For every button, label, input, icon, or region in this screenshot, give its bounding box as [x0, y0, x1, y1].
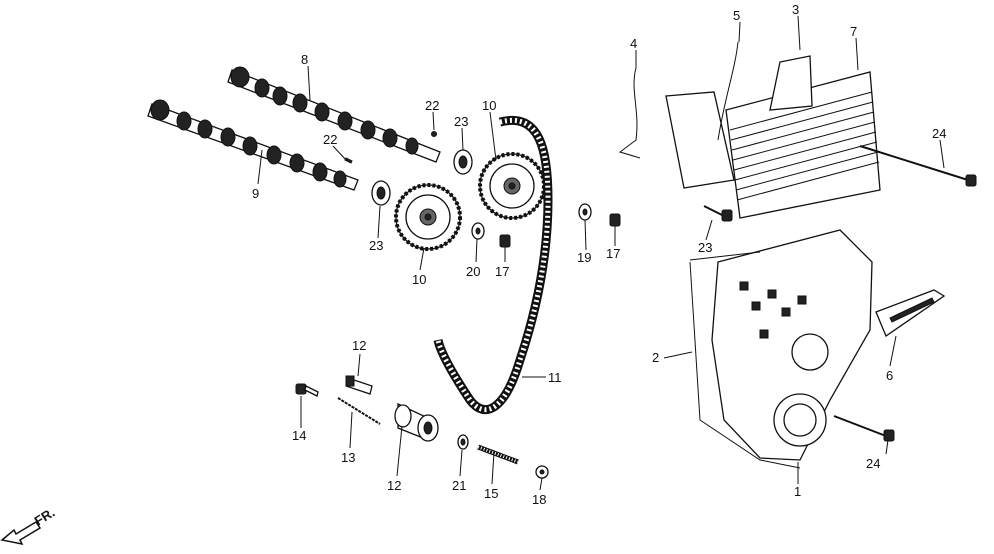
front-direction-indicator: FR. [0, 505, 57, 546]
washer-upper [578, 203, 592, 221]
cover-bolt-lower [833, 415, 895, 442]
timing-belt-upper-back-cover [665, 91, 735, 189]
callout-23-upper: 23 [698, 240, 712, 255]
callout-11: 11 [548, 370, 562, 385]
callout-24: 24 [932, 126, 946, 141]
tensioner-washer [457, 434, 469, 450]
callout-6: 6 [886, 368, 893, 383]
callout-4: 4 [630, 36, 637, 51]
lower-cover-gasket [689, 251, 801, 469]
callout-10-lower: 10 [412, 272, 426, 287]
cover-seal-4 [618, 67, 641, 159]
front-arrow-icon [0, 520, 42, 546]
timing-belt-upper-cover [725, 55, 881, 219]
tensioner-spring [337, 397, 381, 425]
callout-12: 12 [387, 478, 401, 493]
callout-19-lower: 20 [466, 264, 480, 279]
cover-grommet [875, 289, 946, 337]
tensioner-stud [477, 444, 519, 465]
camshaft-lower [147, 99, 359, 191]
timing-belt-tensioner [394, 402, 439, 442]
camshaft-seal-upper [453, 149, 473, 175]
woodruff-key-upper [431, 131, 437, 137]
woodruff-key-lower [344, 157, 353, 164]
timing-belt-lower-cover [711, 229, 873, 461]
tensioner-nut [535, 465, 549, 479]
cover-seal-5 [717, 41, 739, 141]
callout-5: 5 [733, 8, 740, 23]
callout-16: 15 [484, 486, 498, 501]
callout-21-upper: 22 [425, 98, 439, 113]
camshaft-pulley-upper [478, 152, 546, 220]
camshaft-upper [227, 66, 441, 163]
callout-10-upper: 10 [482, 98, 496, 113]
callout-9: 9 [252, 186, 259, 201]
callout-22-upper: 23 [454, 114, 468, 129]
bolt-lower [499, 234, 511, 248]
washer-lower [471, 222, 485, 240]
timing-belt [433, 115, 553, 415]
callout-17-upper: 17 [606, 246, 620, 261]
callout-13: 12 [352, 338, 366, 353]
adjusting-bolt [345, 375, 373, 395]
callout-labels: 8 9 10 10 22 22 23 23 19 17 20 17 11 12 … [252, 2, 946, 507]
long-bolt [859, 145, 977, 187]
camshaft-seal-lower [371, 180, 391, 206]
bolt-upper [609, 213, 621, 227]
callout-22-lower: 23 [369, 238, 383, 253]
callout-23-lower: 24 [866, 456, 880, 471]
callout-8: 8 [301, 52, 308, 67]
callout-1: 1 [794, 484, 801, 499]
callout-19-upper: 19 [577, 250, 591, 265]
camshaft-pulley-lower [394, 183, 462, 251]
callout-15: 14 [292, 428, 306, 443]
cover-bolt-upper [703, 205, 733, 222]
leader-lines [257, 15, 945, 491]
callout-18: 18 [532, 492, 546, 507]
callout-7: 7 [850, 24, 857, 39]
tensioner-bolt [295, 383, 319, 397]
callout-3: 3 [792, 2, 799, 17]
callout-14: 13 [341, 450, 355, 465]
callout-2: 2 [652, 350, 659, 365]
callout-21-lower: 22 [323, 132, 337, 147]
callout-20: 21 [452, 478, 466, 493]
callout-17-lower: 17 [495, 264, 509, 279]
